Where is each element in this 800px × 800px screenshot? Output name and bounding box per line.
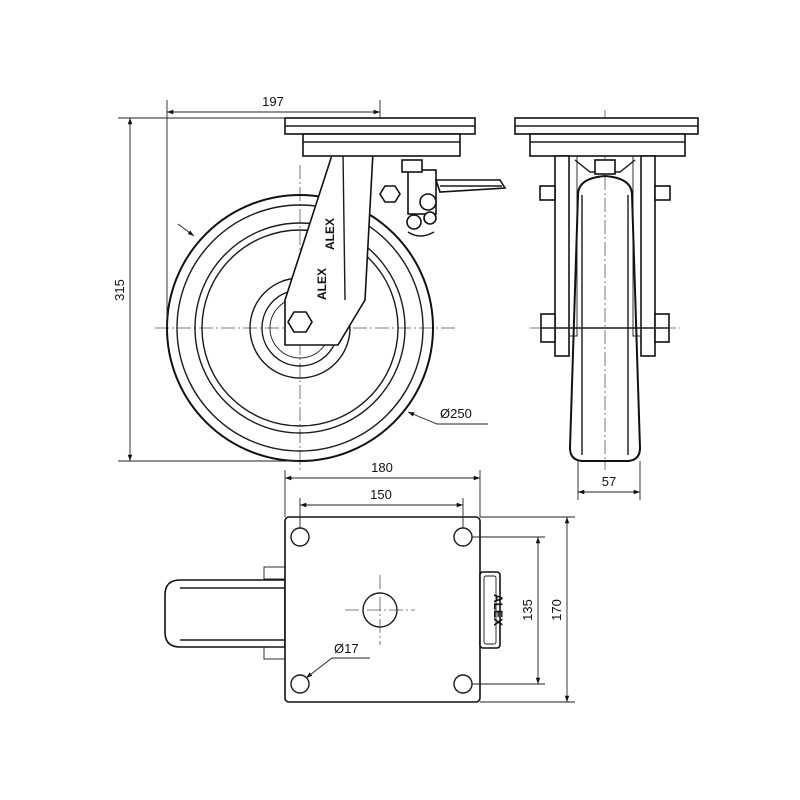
dim-197: 197 (262, 94, 284, 109)
axle-nut-icon (287, 311, 313, 333)
svg-text:ALEX: ALEX (323, 218, 337, 250)
mounting-plate (284, 516, 481, 703)
wheel-tread-inner (176, 204, 424, 452)
bolt-hole-icon (290, 674, 310, 694)
side-view: ALEX ALEX (155, 117, 507, 470)
dim-150: 150 (370, 487, 392, 502)
dim-170: 170 (549, 599, 564, 621)
dim-57: 57 (602, 474, 616, 489)
svg-text:ALEX: ALEX (315, 268, 329, 300)
wheel-rim-outer (194, 222, 406, 434)
wheel-top (164, 579, 286, 648)
swivel-bearing (302, 133, 461, 157)
front-view (514, 110, 699, 470)
fork-bolt-icon (379, 185, 401, 203)
fork-leg-right (640, 155, 656, 357)
brake-mechanism (401, 159, 507, 237)
fork-leg-left (554, 155, 570, 357)
wheel-front (568, 174, 642, 462)
dim-bolt-hole: Ø17 (334, 641, 359, 656)
wheel-rim-inner (201, 229, 399, 427)
front-dimensions: 57 (577, 461, 641, 500)
dim-wheel-diameter: Ø250 (440, 406, 472, 421)
brake-pedal-top (479, 571, 501, 649)
top-dimensions: 180 150 135 170 Ø17 (284, 460, 575, 703)
brand-label: ALEX (491, 594, 505, 626)
side-dimensions: 197 315 Ø250 (112, 94, 488, 462)
dim-135: 135 (520, 599, 535, 621)
dim-315: 315 (112, 279, 127, 301)
top-view: ALEX (164, 516, 505, 703)
dim-180: 180 (371, 460, 393, 475)
